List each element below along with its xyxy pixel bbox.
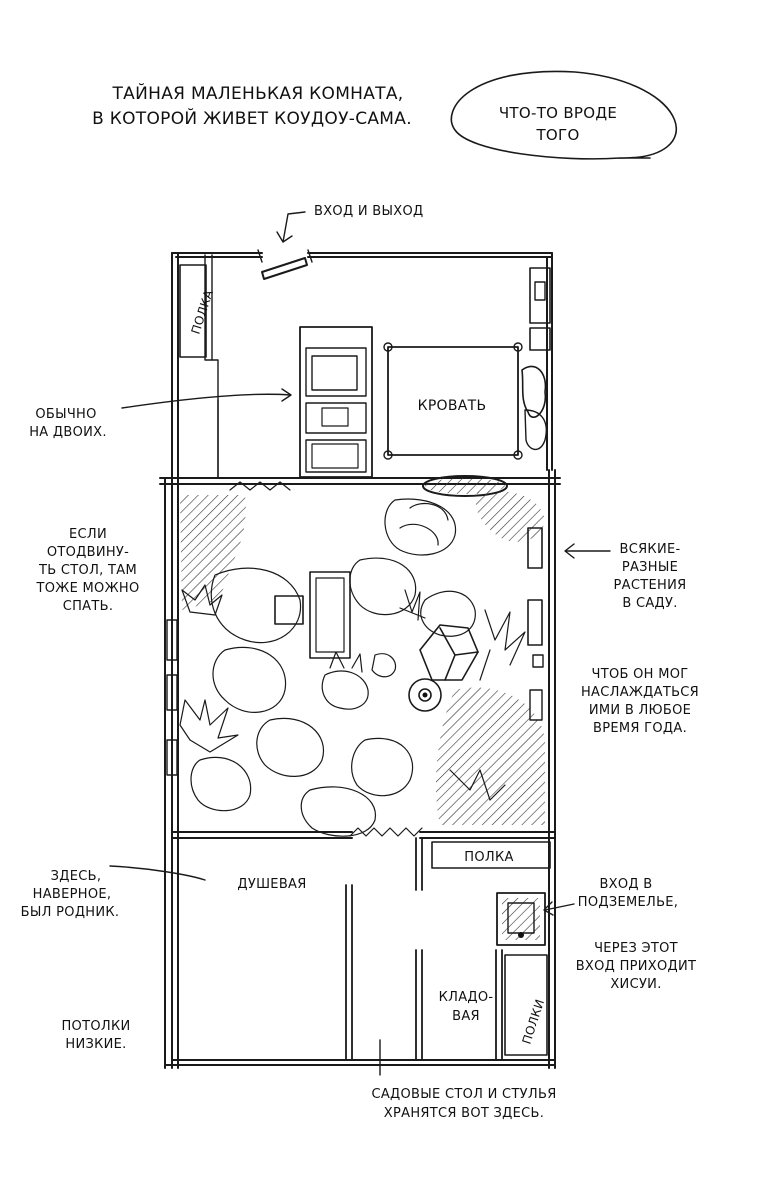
note-move-table-line-2: ОТОДВИНУ-	[47, 545, 129, 560]
bunk-cabinet	[299, 326, 373, 478]
dungeon-hatch	[496, 892, 546, 946]
note-plants-line-4: В САДУ.	[622, 596, 677, 611]
note-for-two: ОБЫЧНО НА ДВОИХ.	[29, 388, 292, 440]
note-move-table-line-3: ТЬ СТОЛ, ТАМ	[38, 563, 137, 578]
outer-walls	[159, 252, 561, 1069]
storage-label-2: ВАЯ	[452, 1009, 480, 1024]
entrance-door-icon	[257, 249, 313, 280]
note-plants: ВСЯКИЕ- РАЗНЫЕ РАСТЕНИЯ В САДУ.	[564, 542, 687, 611]
shower-room: ДУШЕВАЯ	[237, 877, 306, 892]
bottom-walls	[171, 831, 556, 1061]
note-dungeon-line-2: ПОДЗЕМЕЛЬЕ,	[578, 895, 678, 910]
note-for-two-line-2: НА ДВОИХ.	[29, 425, 107, 440]
note-dungeon-line-1: ВХОД В	[599, 877, 652, 892]
note-hisui: ЧЕРЕЗ ЭТОТ ВХОД ПРИХОДИТ ХИСУИ.	[576, 941, 697, 992]
note-hisui-line-1: ЧЕРЕЗ ЭТОТ	[594, 941, 678, 956]
speech-bubble: ЧТО-ТО ВРОДЕ ТОГО	[450, 70, 678, 160]
note-ceilings-line-2: НИЗКИЕ.	[65, 1037, 126, 1052]
note-move-table: ЕСЛИ ОТОДВИНУ- ТЬ СТОЛ, ТАМ ТОЖЕ МОЖНО С…	[36, 527, 140, 614]
note-seasons: ЧТОБ ОН МОГ НАСЛАЖДАТЬСЯ ИМИ В ЛЮБОЕ ВРЕ…	[581, 667, 699, 736]
note-spring-line-2: НАВЕРНОЕ,	[33, 887, 112, 902]
note-spring-line-3: БЫЛ РОДНИК.	[21, 905, 120, 920]
shelves-bottom: ПОЛКИ	[504, 954, 548, 1056]
bubble-line-2: ТОГО	[535, 126, 579, 144]
note-seasons-line-2: НАСЛАЖДАТЬСЯ	[581, 685, 699, 700]
shelf-middle: ПОЛКА	[431, 841, 551, 869]
right-wall-appliances	[521, 267, 551, 451]
storage-room: КЛАДО- ВАЯ	[439, 990, 494, 1024]
note-plants-line-3: РАСТЕНИЯ	[614, 578, 687, 593]
note-garden-furniture-line-1: САДОВЫЕ СТОЛ И СТУЛЬЯ	[371, 1087, 556, 1102]
note-spring-line-1: ЗДЕСЬ,	[51, 869, 102, 884]
note-garden-furniture: САДОВЫЕ СТОЛ И СТУЛЬЯ ХРАНЯТСЯ ВОТ ЗДЕСЬ…	[371, 1039, 556, 1121]
shelves-bottom-label: ПОЛКИ	[520, 997, 548, 1046]
page-title: ТАЙНАЯ МАЛЕНЬКАЯ КОМНАТА, В КОТОРОЙ ЖИВЕ…	[92, 82, 412, 129]
shelf-top-left: ПОЛКА	[179, 264, 216, 358]
bed-label: КРОВАТЬ	[418, 398, 487, 414]
note-seasons-line-3: ИМИ В ЛЮБОЕ	[589, 703, 691, 718]
title-line-2: В КОТОРОЙ ЖИВЕТ КОУДОУ-САМА.	[92, 107, 412, 129]
shelf-middle-label: ПОЛКА	[464, 850, 513, 865]
note-for-two-line-1: ОБЫЧНО	[35, 407, 96, 422]
note-seasons-line-1: ЧТОБ ОН МОГ	[592, 667, 689, 682]
garden-bench	[422, 475, 508, 497]
note-move-table-line-4: ТОЖЕ МОЖНО	[36, 581, 140, 596]
note-hisui-line-2: ВХОД ПРИХОДИТ	[576, 959, 697, 974]
note-move-table-line-5: СПАТЬ.	[63, 599, 114, 614]
garden	[166, 481, 545, 837]
note-spring: ЗДЕСЬ, НАВЕРНОЕ, БЫЛ РОДНИК.	[21, 865, 206, 920]
shower-label: ДУШЕВАЯ	[237, 877, 306, 892]
note-move-table-line-1: ЕСЛИ	[69, 527, 107, 542]
note-seasons-line-4: ВРЕМЯ ГОДА.	[593, 721, 687, 736]
entrance-label: ВХОД И ВЫХОД	[314, 204, 424, 219]
note-plants-line-2: РАЗНЫЕ	[622, 560, 678, 575]
entrance-annotation: ВХОД И ВЫХОД	[276, 204, 424, 243]
note-dungeon: ВХОД В ПОДЗЕМЕЛЬЕ,	[543, 877, 678, 916]
bubble-line-1: ЧТО-ТО ВРОДЕ	[499, 104, 617, 122]
note-garden-furniture-line-2: ХРАНЯТСЯ ВОТ ЗДЕСЬ.	[384, 1106, 544, 1121]
note-hisui-line-3: ХИСУИ.	[610, 977, 661, 992]
title-line-1: ТАЙНАЯ МАЛЕНЬКАЯ КОМНАТА,	[112, 82, 404, 104]
note-ceilings: ПОТОЛКИ НИЗКИЕ.	[61, 1019, 130, 1052]
bed: КРОВАТЬ	[383, 342, 523, 460]
note-ceilings-line-1: ПОТОЛКИ	[61, 1019, 130, 1034]
storage-label-1: КЛАДО-	[439, 990, 494, 1005]
note-plants-line-1: ВСЯКИЕ-	[620, 542, 681, 557]
